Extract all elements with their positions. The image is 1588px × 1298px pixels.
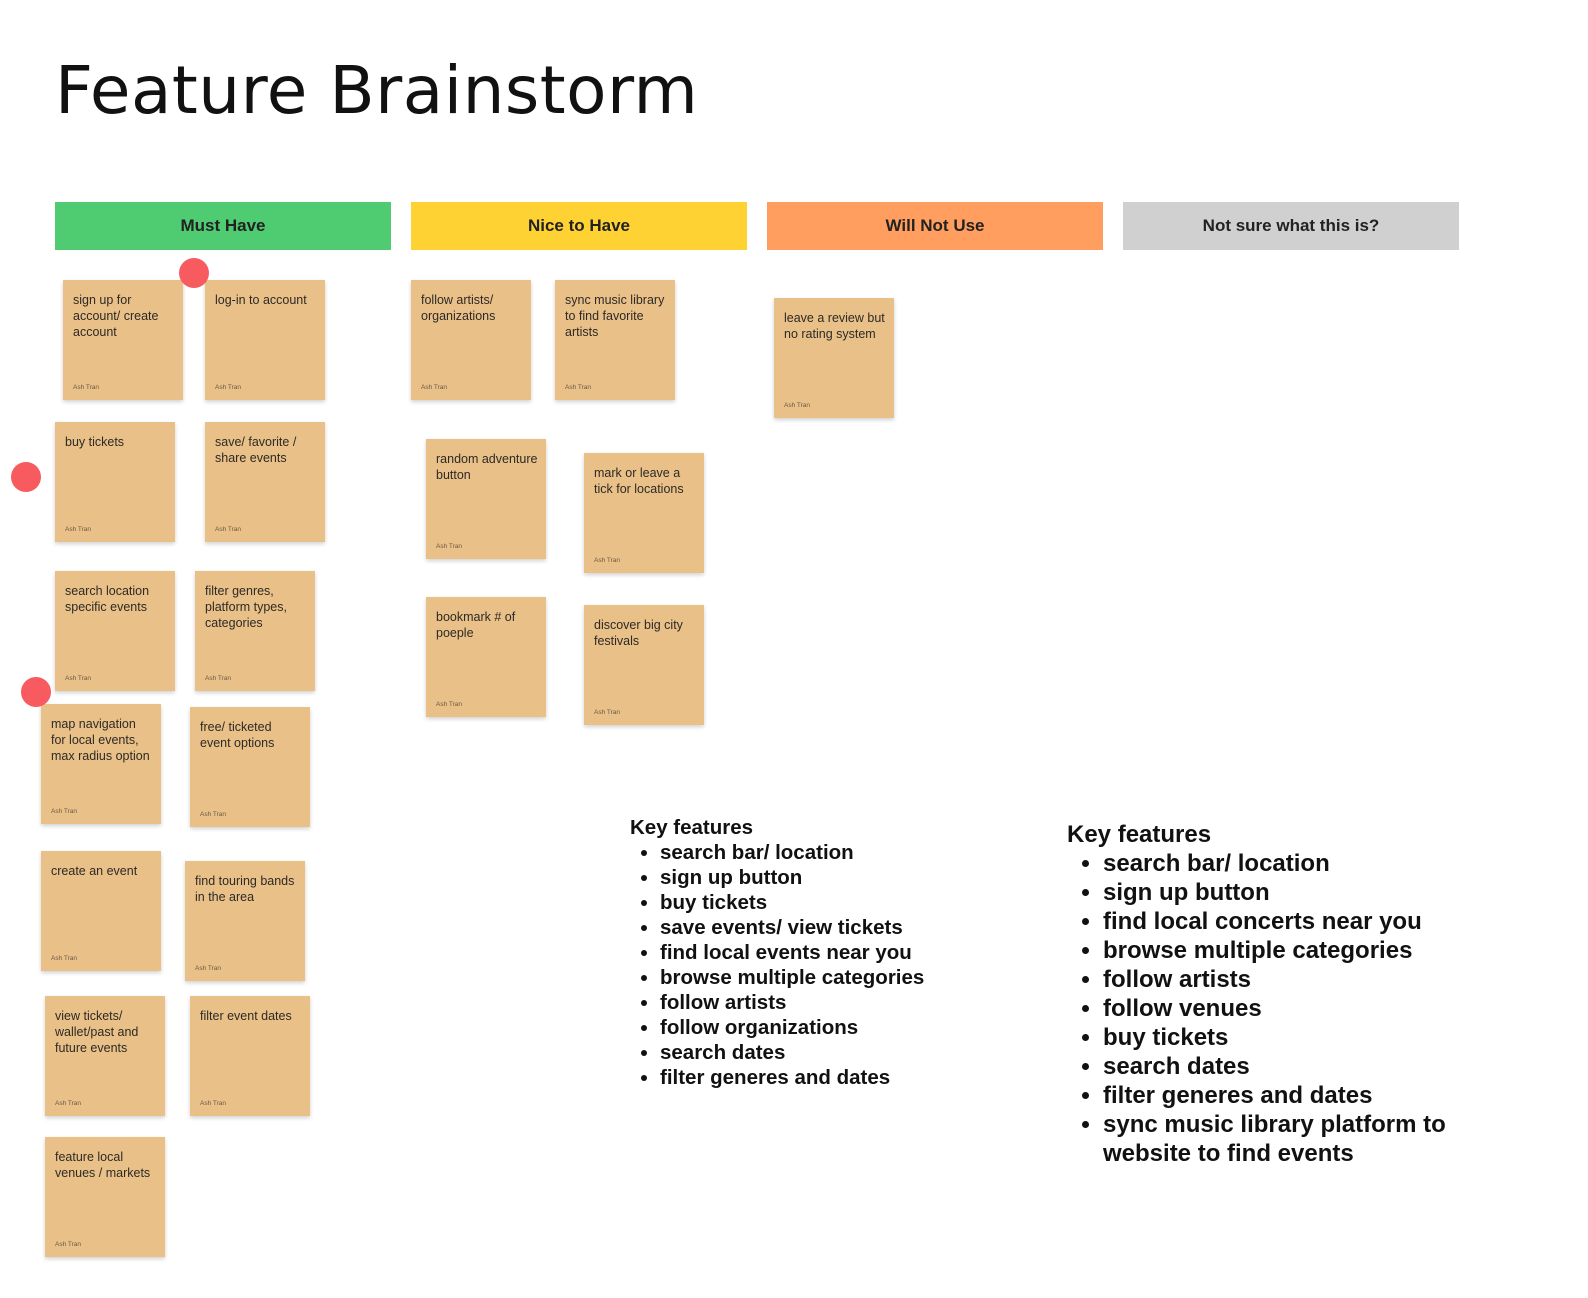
sticky-note[interactable]: buy tickets Ash Tran [55, 422, 175, 542]
list-item: search bar/ location [1103, 849, 1487, 878]
list-item: find local concerts near you [1103, 907, 1487, 936]
list-item: save events/ view tickets [660, 915, 924, 940]
sticky-note[interactable]: log-in to account Ash Tran [205, 280, 325, 400]
sticky-note[interactable]: leave a review but no rating system Ash … [774, 298, 894, 418]
list-item: filter generes and dates [660, 1065, 924, 1090]
sticky-note-author: Ash Tran [215, 384, 242, 391]
sticky-note[interactable]: view tickets/ wallet/past and future eve… [45, 996, 165, 1116]
sticky-note[interactable]: save/ favorite / share events Ash Tran [205, 422, 325, 542]
list-item: search bar/ location [660, 840, 924, 865]
sticky-note[interactable]: filter genres, platform types, categorie… [195, 571, 315, 691]
sticky-note-author: Ash Tran [594, 557, 621, 564]
key-features-list: Key features search bar/ location sign u… [630, 815, 924, 1090]
list-item: follow organizations [660, 1015, 924, 1040]
key-features-heading: Key features [1067, 821, 1212, 848]
vote-dot[interactable] [21, 677, 51, 707]
sticky-note[interactable]: follow artists/ organizations Ash Tran [411, 280, 531, 400]
sticky-note-author: Ash Tran [65, 526, 92, 533]
list-item: browse multiple categories [660, 965, 924, 990]
list-item: find local events near you [660, 940, 924, 965]
list-item: filter generes and dates [1103, 1081, 1487, 1110]
key-features-heading: Key features [630, 816, 754, 839]
list-item: search dates [660, 1040, 924, 1065]
sticky-note-text: filter genres, platform types, categorie… [205, 584, 287, 630]
vote-dot[interactable] [179, 258, 209, 288]
sticky-note-author: Ash Tran [436, 543, 463, 550]
sticky-note-author: Ash Tran [55, 1241, 82, 1248]
sticky-note-author: Ash Tran [55, 1100, 82, 1107]
sticky-note-text: sign up for account/ create account [73, 293, 159, 339]
sticky-note-text: feature local venues / markets [55, 1150, 151, 1180]
list-item: buy tickets [660, 890, 924, 915]
column-header-must-have[interactable]: Must Have [55, 202, 391, 250]
list-item: follow venues [1103, 994, 1487, 1023]
sticky-note-text: log-in to account [215, 293, 307, 307]
sticky-note-author: Ash Tran [51, 955, 78, 962]
sticky-note-text: map navigation for local events, max rad… [51, 717, 150, 763]
list-item: sign up button [660, 865, 924, 890]
sticky-note[interactable]: filter event dates Ash Tran [190, 996, 310, 1116]
sticky-note-author: Ash Tran [436, 701, 463, 708]
sticky-note[interactable]: search location specific events Ash Tran [55, 571, 175, 691]
vote-dot[interactable] [11, 462, 41, 492]
sticky-note[interactable]: discover big city festivals Ash Tran [584, 605, 704, 725]
sticky-note-author: Ash Tran [784, 402, 811, 409]
sticky-note-text: random adventure button [436, 452, 538, 482]
column-header-nice-to-have[interactable]: Nice to Have [411, 202, 747, 250]
sticky-note-text: mark or leave a tick for locations [594, 466, 684, 496]
sticky-note[interactable]: sign up for account/ create account Ash … [63, 280, 183, 400]
sticky-note[interactable]: sync music library to find favorite arti… [555, 280, 675, 400]
sticky-note-text: free/ ticketed event options [200, 720, 275, 750]
sticky-note-text: save/ favorite / share events [215, 435, 297, 465]
sticky-note-text: leave a review but no rating system [784, 311, 885, 341]
list-item: sync music library platform to website t… [1103, 1110, 1487, 1168]
sticky-note-author: Ash Tran [421, 384, 448, 391]
sticky-note-text: buy tickets [65, 435, 125, 449]
sticky-note-text: sync music library to find favorite arti… [565, 293, 665, 339]
sticky-note-author: Ash Tran [565, 384, 592, 391]
list-item: follow artists [660, 990, 924, 1015]
key-features-list: Key features search bar/ location sign u… [1067, 820, 1487, 1168]
sticky-note-author: Ash Tran [65, 675, 92, 682]
list-item: search dates [1103, 1052, 1487, 1081]
sticky-note-text: search location specific events [65, 584, 150, 614]
list-item: buy tickets [1103, 1023, 1487, 1052]
sticky-note-text: create an event [51, 864, 138, 878]
list-item: sign up button [1103, 878, 1487, 907]
sticky-note[interactable]: bookmark # of poeple Ash Tran [426, 597, 546, 717]
sticky-note-text: filter event dates [200, 1009, 292, 1023]
list-item: follow artists [1103, 965, 1487, 994]
sticky-note-author: Ash Tran [215, 526, 242, 533]
sticky-note[interactable]: create an event Ash Tran [41, 851, 161, 971]
sticky-note-text: view tickets/ wallet/past and future eve… [55, 1009, 139, 1055]
sticky-note-author: Ash Tran [200, 811, 227, 818]
list-item: browse multiple categories [1103, 936, 1487, 965]
sticky-note[interactable]: random adventure button Ash Tran [426, 439, 546, 559]
sticky-note-text: find touring bands in the area [195, 874, 295, 904]
sticky-note-author: Ash Tran [200, 1100, 227, 1107]
sticky-note-author: Ash Tran [594, 709, 621, 716]
column-header-will-not-use[interactable]: Will Not Use [767, 202, 1103, 250]
sticky-note-text: follow artists/ organizations [421, 293, 496, 323]
sticky-note[interactable]: map navigation for local events, max rad… [41, 704, 161, 824]
sticky-note-author: Ash Tran [195, 965, 222, 972]
sticky-note-text: discover big city festivals [594, 618, 683, 648]
sticky-note-author: Ash Tran [51, 808, 78, 815]
sticky-note[interactable]: find touring bands in the area Ash Tran [185, 861, 305, 981]
sticky-note-author: Ash Tran [73, 384, 100, 391]
sticky-note[interactable]: feature local venues / markets Ash Tran [45, 1137, 165, 1257]
sticky-note[interactable]: mark or leave a tick for locations Ash T… [584, 453, 704, 573]
sticky-note[interactable]: free/ ticketed event options Ash Tran [190, 707, 310, 827]
page-title: Feature Brainstorm [55, 52, 699, 129]
sticky-note-text: bookmark # of poeple [436, 610, 516, 640]
column-header-not-sure[interactable]: Not sure what this is? [1123, 202, 1459, 250]
sticky-note-author: Ash Tran [205, 675, 232, 682]
